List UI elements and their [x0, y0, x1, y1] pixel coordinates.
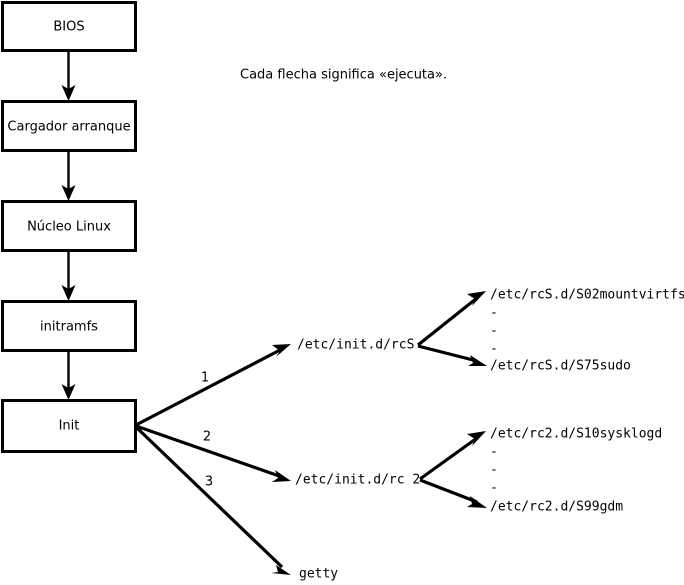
label-rcs-ellipsis-2: - [490, 324, 498, 339]
label-rcs-ellipsis-1: - [490, 306, 498, 321]
label-rc2-first-script: /etc/rc2.d/S10sysklogd [490, 427, 662, 442]
node-bootloader: Cargador arranque [1, 100, 137, 152]
arrow-rc2-to-last-script [419, 478, 487, 508]
arrow-head-icon [467, 431, 486, 446]
node-initramfs: initramfs [1, 300, 137, 352]
arrow-init-to-getty [134, 425, 291, 575]
arrow-head-icon [468, 355, 487, 366]
arrow-bootloader-to-kernel [61, 151, 76, 201]
node-bios: BIOS [1, 1, 137, 52]
node-bios-rect [1, 1, 137, 52]
branch-number-1: 1 [201, 371, 209, 386]
node-bios-label: BIOS [53, 20, 84, 35]
node-initramfs-label: initramfs [40, 320, 98, 335]
node-init: Init [1, 399, 137, 453]
diagram-caption: Cada flecha significa «ejecuta». [240, 68, 447, 83]
node-bootloader-label: Cargador arranque [7, 120, 130, 135]
node-kernel-rect [1, 200, 137, 252]
branch-number-2: 2 [203, 430, 211, 445]
label-rc2-ellipsis-3: - [490, 481, 498, 496]
arrow-bios-to-bootloader [61, 51, 76, 101]
label-rcs-first-script: /etc/rcS.d/S02mountvirtfs [490, 288, 684, 303]
node-kernel-label: Núcleo Linux [27, 220, 111, 235]
arrow-rcs-to-last-script [417, 344, 487, 366]
arrow-init-to-rc2 [135, 424, 291, 482]
node-init-label: Init [59, 419, 80, 434]
label-rcs-ellipsis-3: - [490, 342, 498, 357]
arrow-head-icon [272, 344, 291, 357]
label-rcs-last-script: /etc/rcS.d/S75sudo [490, 359, 631, 374]
node-initramfs-rect [1, 300, 137, 352]
arrow-head-icon [467, 496, 487, 508]
node-bootloader-rect [1, 100, 137, 152]
label-rc2-ellipsis-1: - [490, 445, 498, 460]
arrow-initramfs-to-init [61, 351, 76, 400]
arrow-head-icon [61, 285, 76, 301]
arrow-head-icon [271, 565, 291, 575]
arrow-rcs-to-first-script [417, 291, 486, 347]
label-rc2-ellipsis-2: - [490, 463, 498, 478]
arrow-rc2-to-first-script [419, 431, 486, 481]
arrow-head-icon [467, 291, 486, 306]
arrow-head-icon [272, 470, 291, 482]
arrow-head-icon [61, 185, 76, 201]
arrow-head-icon [61, 85, 76, 101]
label-rc2-last-script: /etc/rc2.d/S99gdm [490, 500, 623, 515]
arrow-kernel-to-initramfs [61, 251, 76, 301]
arrow-head-icon [61, 384, 76, 400]
label-init-d-rcs: /etc/init.d/rcS [297, 338, 414, 353]
node-init-rect [1, 399, 137, 453]
label-getty: getty [299, 567, 338, 582]
label-init-d-rc2: /etc/init.d/rc 2 [295, 473, 420, 488]
branch-number-3: 3 [205, 475, 213, 490]
arrow-init-to-rcs [135, 344, 291, 427]
node-kernel: Núcleo Linux [1, 200, 137, 252]
